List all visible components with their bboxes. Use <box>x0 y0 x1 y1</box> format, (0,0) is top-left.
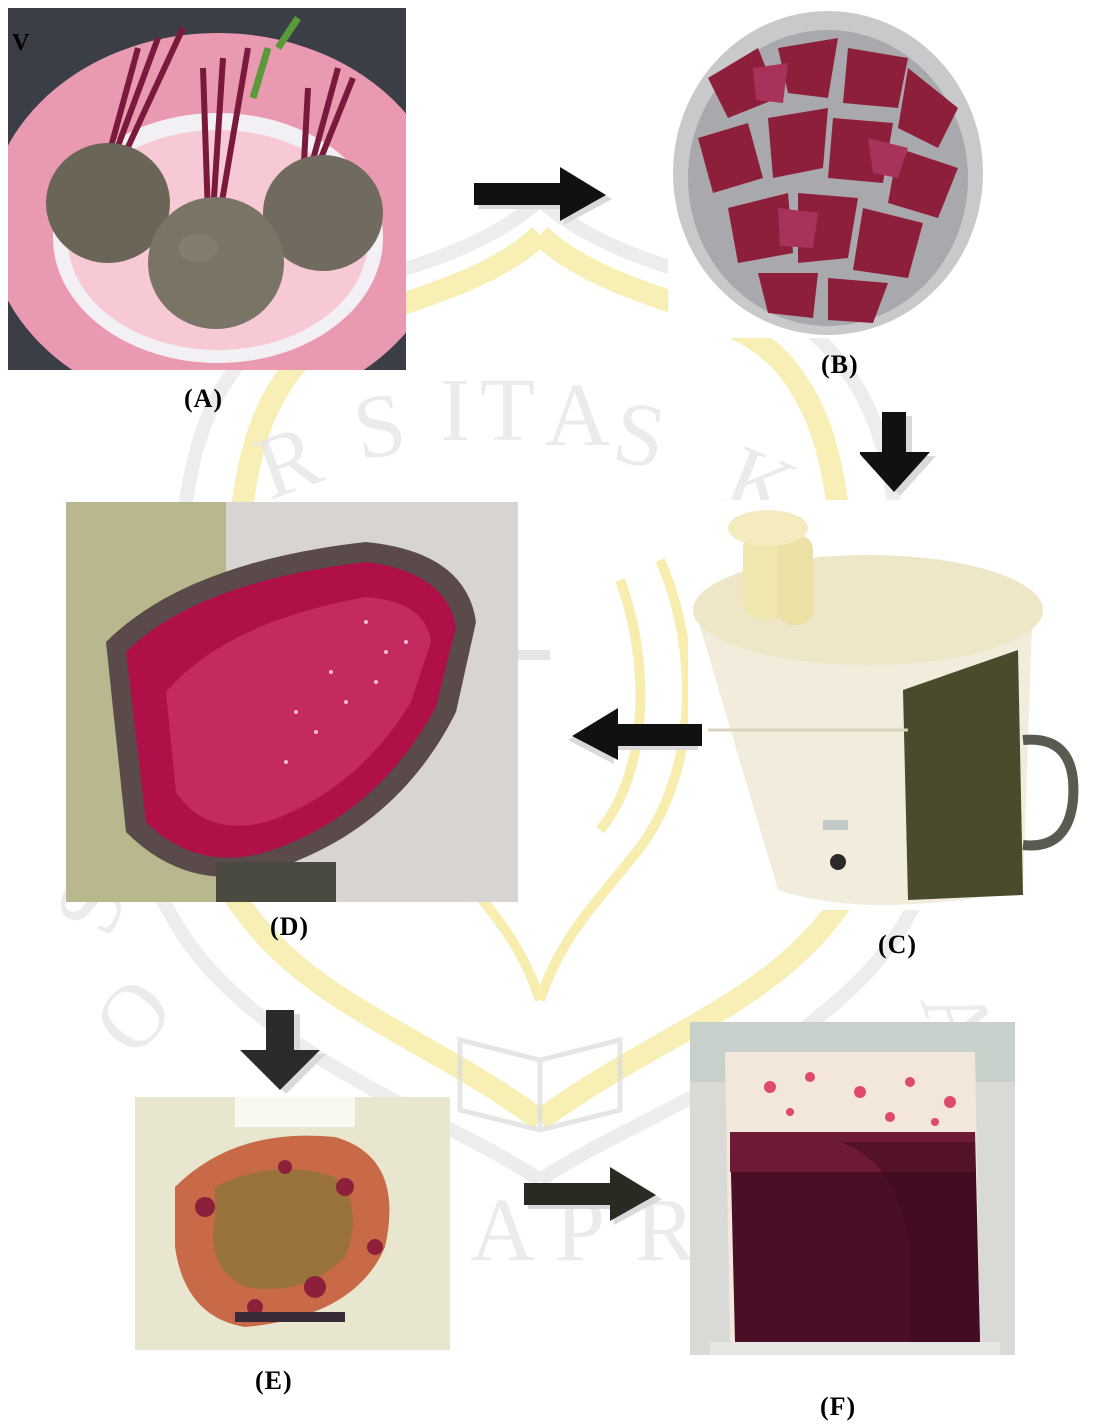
svg-text:S: S <box>607 382 673 488</box>
arrow-down-b-to-c <box>860 412 938 497</box>
photo-beet-pulp <box>135 1097 450 1350</box>
photo-whole-beetroots <box>8 8 406 370</box>
caption-d: (D) <box>270 912 309 942</box>
corner-mark: V <box>12 30 29 57</box>
caption-b: (B) <box>821 350 859 380</box>
photo-cut-beetroot <box>668 8 986 338</box>
photo-juice-beaker <box>690 1022 1015 1355</box>
arrow-down-d-to-e <box>236 1010 328 1096</box>
caption-e: (E) <box>255 1366 293 1396</box>
svg-text:I: I <box>440 361 470 460</box>
svg-text:T: T <box>480 361 535 460</box>
arrow-right-e-to-f <box>522 1165 667 1227</box>
caption-a: (A) <box>184 384 223 414</box>
photo-juice-jug <box>66 502 518 902</box>
svg-text:A: A <box>545 366 610 465</box>
caption-c: (C) <box>878 930 917 960</box>
caption-f: (F) <box>820 1392 856 1422</box>
arrow-right-a-to-b <box>472 165 617 227</box>
svg-text:O: O <box>74 959 192 1072</box>
svg-text:S: S <box>346 374 412 480</box>
photo-juicer <box>688 500 1084 910</box>
arrow-left-c-to-d <box>562 704 702 766</box>
